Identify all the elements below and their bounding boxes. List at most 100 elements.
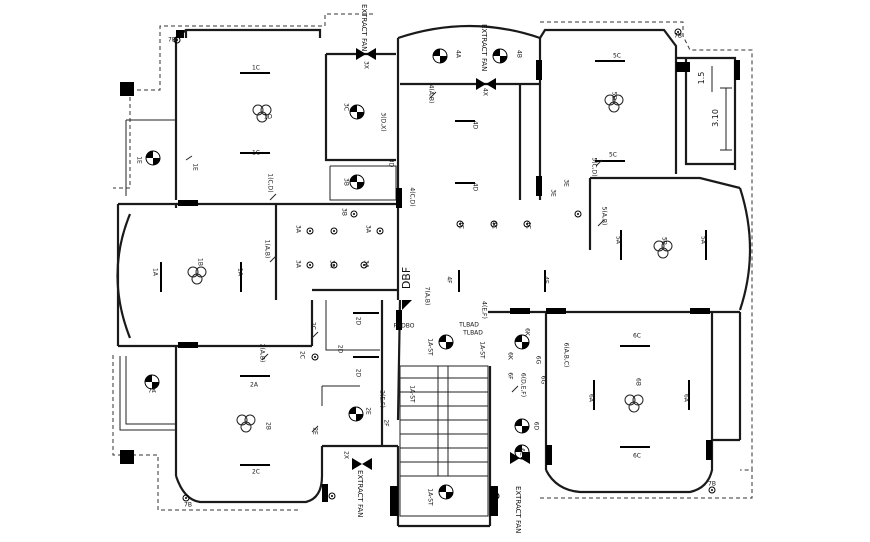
columns [120, 30, 740, 516]
room-label: 5(C,D) [591, 157, 598, 176]
room-label: 2C [252, 469, 260, 476]
dimension-label: 3.10 [711, 109, 720, 127]
room-label: 4B [516, 50, 523, 58]
room-label: 1C [252, 150, 260, 157]
extract-fan-label: EXTRACT FAN [356, 470, 364, 517]
room-label: 5A [700, 236, 707, 245]
room-label: 2C [310, 322, 317, 330]
room-label: 2(A,B) [259, 344, 266, 363]
room-label: 1A-ST [427, 488, 434, 506]
room-label: 1A [152, 268, 159, 277]
switches [185, 91, 605, 433]
chandeliers [187, 94, 673, 433]
room-label: 4A [455, 50, 462, 59]
room-label: 6F [507, 372, 514, 380]
room-label: 6C [633, 453, 641, 460]
room-label: 3A [365, 225, 372, 234]
room-label: 4F [446, 276, 453, 284]
room-label: 1A [237, 268, 244, 277]
room-label: 5C [613, 53, 621, 60]
room-label: 2A [250, 382, 259, 389]
dimension-lines [711, 66, 732, 151]
room-label: 3B [343, 178, 350, 186]
dbf-label: DBF [400, 267, 413, 289]
downlights [173, 28, 716, 502]
ceiling-lights [144, 48, 530, 500]
stair-treads [400, 365, 488, 477]
room-label: 7B [168, 37, 176, 44]
room-label: 6D [533, 422, 540, 431]
room-label: 7B [184, 502, 192, 509]
room-label: 1A-ST [479, 341, 486, 359]
room-label: TLBAD [458, 322, 479, 329]
room-label: 2E [365, 407, 372, 415]
room-label: 4(E,F) [481, 301, 488, 319]
room-label: 7B [708, 481, 716, 488]
room-label: 6(D,E,F) [520, 373, 527, 397]
room-label: 7B [674, 33, 682, 40]
room-label: 6A [588, 394, 595, 403]
room-label: 1B [197, 258, 204, 266]
room-label: 5C [609, 152, 617, 159]
room-label: 6E [519, 448, 526, 456]
room-label: 3A [295, 260, 302, 269]
room-label: 2B [265, 422, 272, 430]
room-label: 1E [192, 163, 199, 171]
room-label: 6K [507, 352, 514, 361]
extract-fan-label: EXTRACT FAN [514, 486, 522, 533]
room-label: 2E [312, 427, 319, 435]
room-label: 6B [635, 378, 642, 386]
room-label: 1C [252, 65, 260, 72]
room-label: 4C [458, 221, 465, 229]
room-label: 1(A,B) [264, 240, 271, 259]
room-label: 2F [383, 419, 390, 427]
room-label: 4C [525, 221, 532, 229]
room-label: 3C [343, 103, 350, 111]
room-label: 6C [633, 333, 641, 340]
room-label: 2C [299, 351, 306, 359]
room-label: 4D [472, 183, 479, 192]
room-label: 1(C,D) [267, 173, 274, 192]
room-label: 4C [491, 221, 498, 229]
extract-fan-label: EXTRACT FAN [360, 4, 368, 51]
room-label: 4E [543, 276, 550, 284]
room-label: 3E [563, 179, 570, 187]
room-label: 3B [341, 208, 348, 216]
room-label: 3A [295, 225, 302, 234]
room-label: 6G [535, 356, 542, 365]
room-label: 6K [524, 328, 531, 337]
room-label: 5A [615, 236, 622, 245]
room-label: 1E [136, 156, 143, 164]
room-label: 3D [388, 159, 395, 168]
room-label: 7(A,B) [424, 287, 431, 306]
room-label: 1A-ST [427, 338, 434, 356]
room-label: 1A-ST [409, 385, 416, 403]
room-label: 3(D,X) [380, 112, 387, 131]
room-label: 2D [355, 317, 362, 326]
extract-fan-label: EXTRACT FAN [480, 24, 488, 71]
room-label: 5D [611, 92, 618, 101]
room-label: 5B [661, 237, 668, 245]
extract-fans [352, 48, 530, 470]
room-label: 5(A,B) [601, 207, 608, 226]
room-label: FRDBO [394, 323, 415, 330]
room-label: 2X [343, 451, 350, 459]
room-label: 1D [264, 114, 273, 121]
room-label: 4D [472, 121, 479, 130]
strip-lights [160, 60, 707, 466]
dimension-label-2: 1.5 [697, 72, 706, 85]
room-label: 3X [363, 61, 370, 69]
room-label: 3A [363, 260, 370, 269]
room-label: 6(A,B,C) [563, 343, 570, 368]
room-label: 6G [540, 376, 547, 385]
room-label: TLBAD [462, 330, 483, 337]
room-label: 3A [329, 260, 336, 269]
site-boundary [112, 13, 753, 511]
room-label: 2(E,F) [379, 390, 386, 408]
room-label: 4X [482, 88, 489, 96]
room-label: 7A [148, 388, 157, 395]
room-label: 2D [337, 345, 344, 354]
room-label: 4(C,D) [409, 187, 416, 206]
